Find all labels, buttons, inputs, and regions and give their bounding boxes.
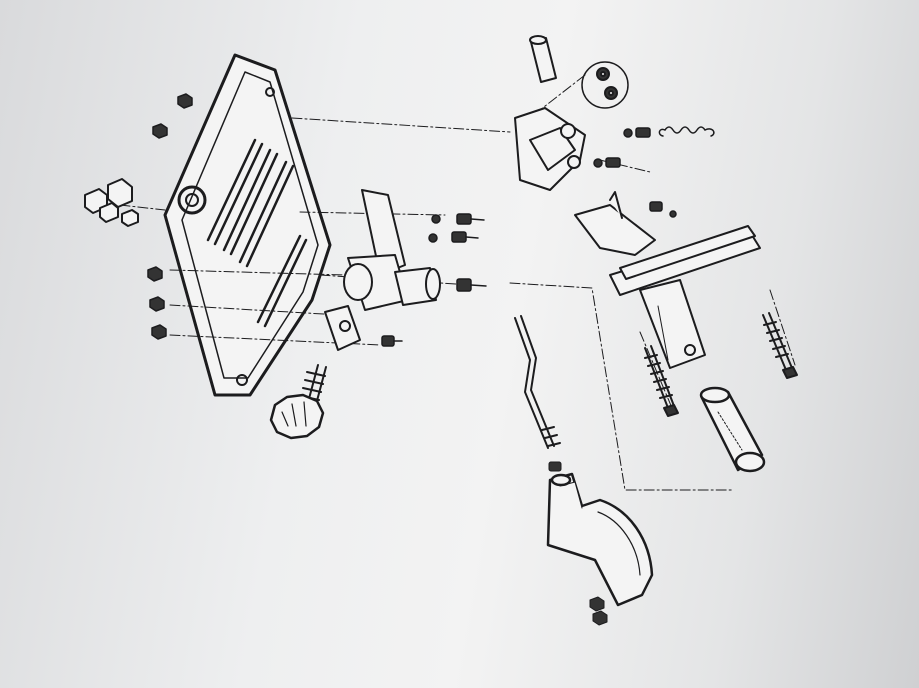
hex-nut — [589, 596, 608, 626]
sleeve-pin — [529, 35, 557, 83]
bent-rod — [514, 315, 562, 472]
pivot-clamp — [343, 189, 441, 311]
detail-callout-circle — [581, 61, 629, 109]
blade-guard — [546, 472, 654, 607]
socket-screw — [593, 127, 677, 218]
tension-spring — [658, 126, 715, 137]
pivot-block — [514, 107, 586, 191]
base-plate — [163, 53, 332, 397]
socket-screw — [381, 213, 487, 347]
lower-link-bracket — [324, 305, 361, 351]
spring-rod-left — [644, 345, 679, 417]
base-plate-slots — [206, 138, 308, 328]
handle-grip — [699, 386, 766, 473]
spring-rod-right — [762, 312, 798, 379]
mount-bracket — [574, 191, 761, 369]
base-plate-bore — [177, 185, 207, 215]
clamp-block — [84, 178, 139, 227]
adjustment-knob — [269, 393, 325, 440]
hex-nut — [147, 93, 193, 340]
